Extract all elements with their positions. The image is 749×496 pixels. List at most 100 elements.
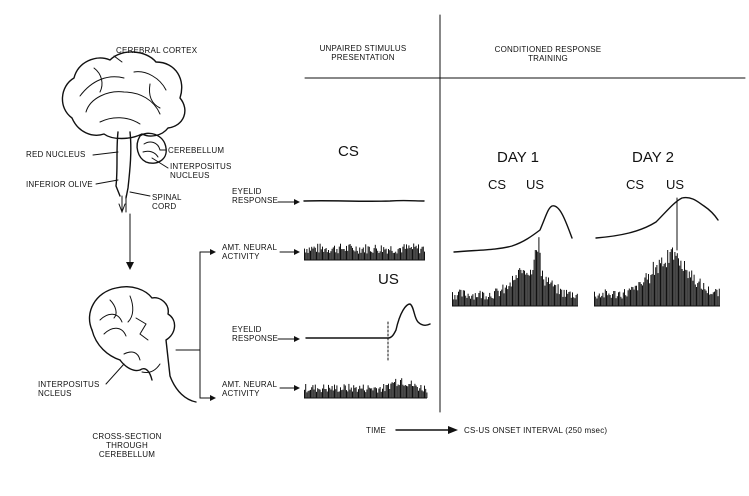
histogram-bar — [715, 289, 717, 306]
label-cs-day1: CS — [488, 177, 507, 192]
histogram-bar — [708, 286, 709, 306]
histogram-bar — [474, 293, 476, 306]
histogram-bar — [656, 265, 658, 306]
histogram-bar — [394, 382, 395, 398]
histogram-bar — [525, 274, 527, 306]
histogram-bar — [661, 257, 663, 306]
histogram-bar — [414, 383, 416, 398]
histogram-bar — [394, 252, 395, 260]
histogram-bar — [334, 245, 335, 260]
histogram-bar — [498, 296, 500, 306]
histogram-bar — [458, 291, 459, 306]
histogram-bar — [371, 388, 373, 398]
histogram-bar — [606, 291, 607, 306]
histogram-bar — [409, 384, 411, 398]
histogram-bar — [332, 247, 334, 260]
histogram-bar — [409, 248, 411, 260]
histogram-bar — [610, 297, 612, 306]
histogram-bar — [543, 279, 545, 306]
histogram-bar — [573, 297, 575, 306]
histogram-bar — [604, 289, 606, 306]
histogram-bar — [328, 384, 329, 398]
histogram-bar — [392, 252, 394, 260]
histogram-bar — [530, 269, 531, 306]
label-cerebral-cortex: CEREBRAL CORTEX — [116, 46, 198, 55]
histogram-bar — [563, 289, 565, 306]
histogram-bar — [380, 245, 382, 260]
histogram-bar — [673, 259, 675, 306]
histogram-bar — [407, 248, 409, 260]
histogram-bar — [614, 291, 616, 306]
histogram-bar — [364, 252, 365, 260]
histogram-bar — [634, 285, 636, 306]
histogram-bar — [391, 382, 393, 398]
histogram-bar — [354, 387, 356, 398]
histogram-bar — [350, 245, 352, 260]
histogram-bar — [413, 243, 415, 260]
histogram-bar — [531, 274, 533, 306]
histogram-bar — [304, 248, 305, 260]
histogram-bar — [534, 250, 536, 306]
histogram-bar — [632, 287, 634, 306]
label-us-day2: US — [666, 177, 685, 192]
histogram-bar — [356, 391, 358, 398]
histogram-bar — [318, 252, 320, 260]
histogram-bar — [455, 299, 457, 306]
histogram-bar — [514, 279, 516, 306]
histogram-bar — [560, 288, 561, 306]
histogram-bar — [377, 392, 379, 398]
histogram-bar — [562, 296, 564, 306]
histogram-bar — [489, 292, 491, 306]
histogram-bar — [637, 290, 639, 306]
histogram-bar — [328, 250, 329, 260]
histogram-bar — [396, 386, 398, 398]
label-neural-activity-1: AMT. NEURAL ACTIVITY — [222, 243, 277, 261]
histogram-bar — [682, 270, 684, 306]
branch-arrow-top-head — [210, 249, 216, 255]
histogram-bar — [343, 384, 345, 398]
histogram-bar — [306, 249, 308, 260]
histogram-bar — [379, 387, 381, 398]
histogram-bar — [631, 286, 633, 306]
histogram-bar — [551, 280, 553, 306]
histogram-bar — [480, 298, 482, 306]
label-eyelid-response-1: EYELID RESPONSE — [232, 187, 279, 205]
histogram-bar — [388, 249, 389, 260]
histogram-bar — [344, 250, 346, 260]
histogram-bar — [554, 284, 555, 306]
histogram-bar — [335, 389, 337, 398]
histogram-bar — [488, 297, 489, 306]
histogram-bar — [337, 253, 339, 260]
histogram-bar — [460, 289, 462, 306]
histogram-bar — [680, 260, 682, 306]
histogram-bar — [367, 246, 369, 260]
histogram-bar — [621, 298, 623, 306]
label-cerebellum: CEREBELLUM — [168, 146, 225, 155]
histogram-bar — [374, 244, 376, 260]
histogram-bar — [330, 389, 332, 398]
histogram-bar — [572, 292, 573, 306]
histogram-bar — [326, 391, 328, 398]
eyelid-trace-day1 — [453, 205, 573, 253]
histogram-bar — [471, 295, 473, 306]
histogram-bar — [527, 274, 529, 306]
histogram-bar — [473, 299, 475, 306]
histogram-bar — [570, 297, 572, 306]
histogram-bar — [420, 248, 422, 260]
histogram-bar — [709, 294, 711, 306]
histogram-bar — [478, 293, 480, 306]
histogram-bar — [594, 291, 595, 306]
histogram-bar — [307, 390, 309, 398]
histogram-bar — [338, 391, 340, 398]
histogram-bar — [690, 277, 691, 306]
histogram-bar — [538, 237, 540, 306]
histogram-bar — [403, 244, 405, 260]
histogram-bar — [536, 250, 537, 306]
histogram-bar — [397, 249, 399, 260]
histogram-bar — [383, 247, 385, 260]
histogram-bar — [655, 267, 657, 306]
histogram-bar — [401, 252, 403, 260]
histogram-bar — [468, 296, 470, 306]
histogram-bar — [558, 294, 560, 306]
label-interpositus-nucleus: INTERPOSITUS NUCLEUS — [170, 162, 232, 180]
